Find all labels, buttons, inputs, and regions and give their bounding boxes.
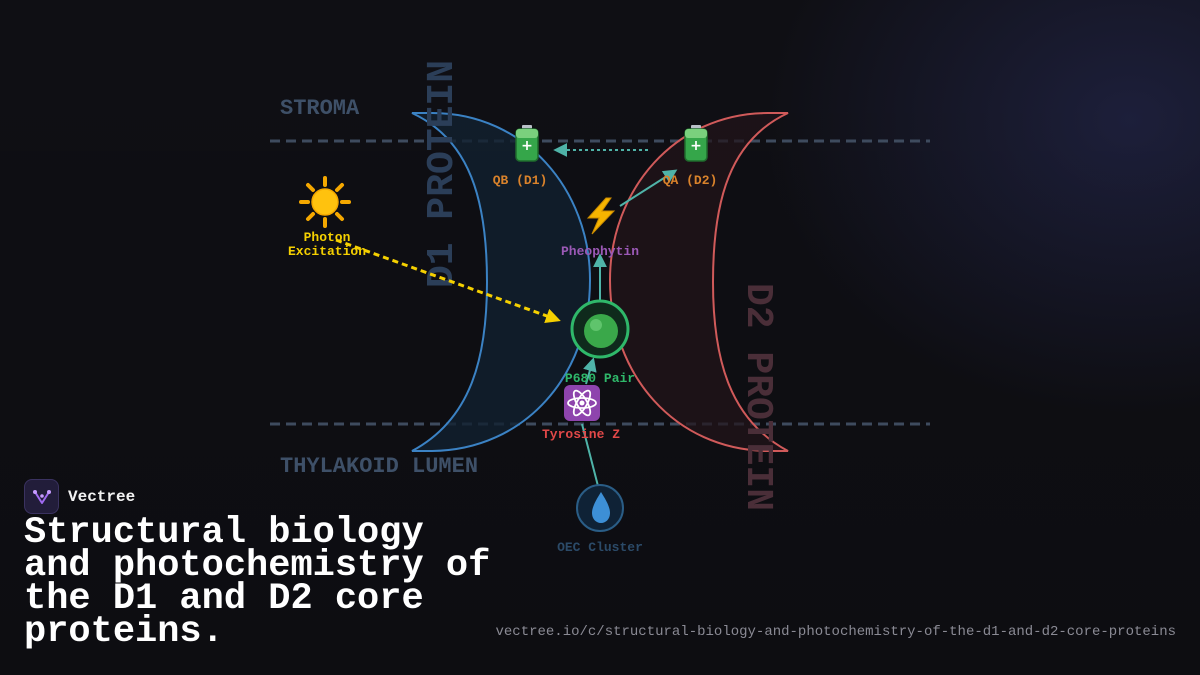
vectree-logo-icon	[24, 479, 59, 514]
brand-name: Vectree	[68, 487, 136, 506]
qb-label: QB (D1)	[493, 173, 548, 188]
d2-protein-shape	[608, 112, 789, 452]
p680-label: P680 Pair	[565, 371, 635, 386]
lumen-label: THYLAKOID LUMEN	[280, 454, 478, 479]
brand: Vectree	[24, 479, 135, 514]
pheophytin-label: Pheophytin	[561, 244, 639, 259]
page-title: Structural biology and photochemistry of…	[24, 512, 491, 653]
tyrosine-label: Tyrosine Z	[542, 427, 620, 442]
d2-protein-label: D2 PROTEIN	[736, 283, 779, 511]
d1-protein-shape	[411, 112, 592, 452]
lightning-icon	[586, 197, 616, 235]
sun-icon	[299, 176, 351, 228]
arrow-pheo-to-qa	[619, 169, 678, 207]
atom-icon	[564, 385, 600, 421]
arrow-tyr-to-p680	[583, 357, 597, 385]
d1-protein-label: D1 PROTEIN	[421, 60, 464, 288]
photon-label-line2: Excitation	[288, 244, 366, 259]
green-circle-icon	[584, 314, 618, 348]
arrow-oec-to-tyr	[581, 423, 599, 487]
qa-label: QA (D2)	[663, 173, 718, 188]
oec-label: OEC Cluster	[557, 540, 643, 555]
stroma-label: STROMA	[280, 96, 360, 121]
battery-icon: +	[515, 125, 539, 162]
photon-label-line1: Photon	[304, 230, 351, 245]
svg-text:+: +	[521, 138, 533, 154]
droplet-icon	[592, 492, 610, 523]
page-url[interactable]: vectree.io/c/structural-biology-and-phot…	[495, 624, 1176, 640]
battery-icon: +	[684, 125, 708, 162]
svg-text:+: +	[690, 138, 702, 154]
